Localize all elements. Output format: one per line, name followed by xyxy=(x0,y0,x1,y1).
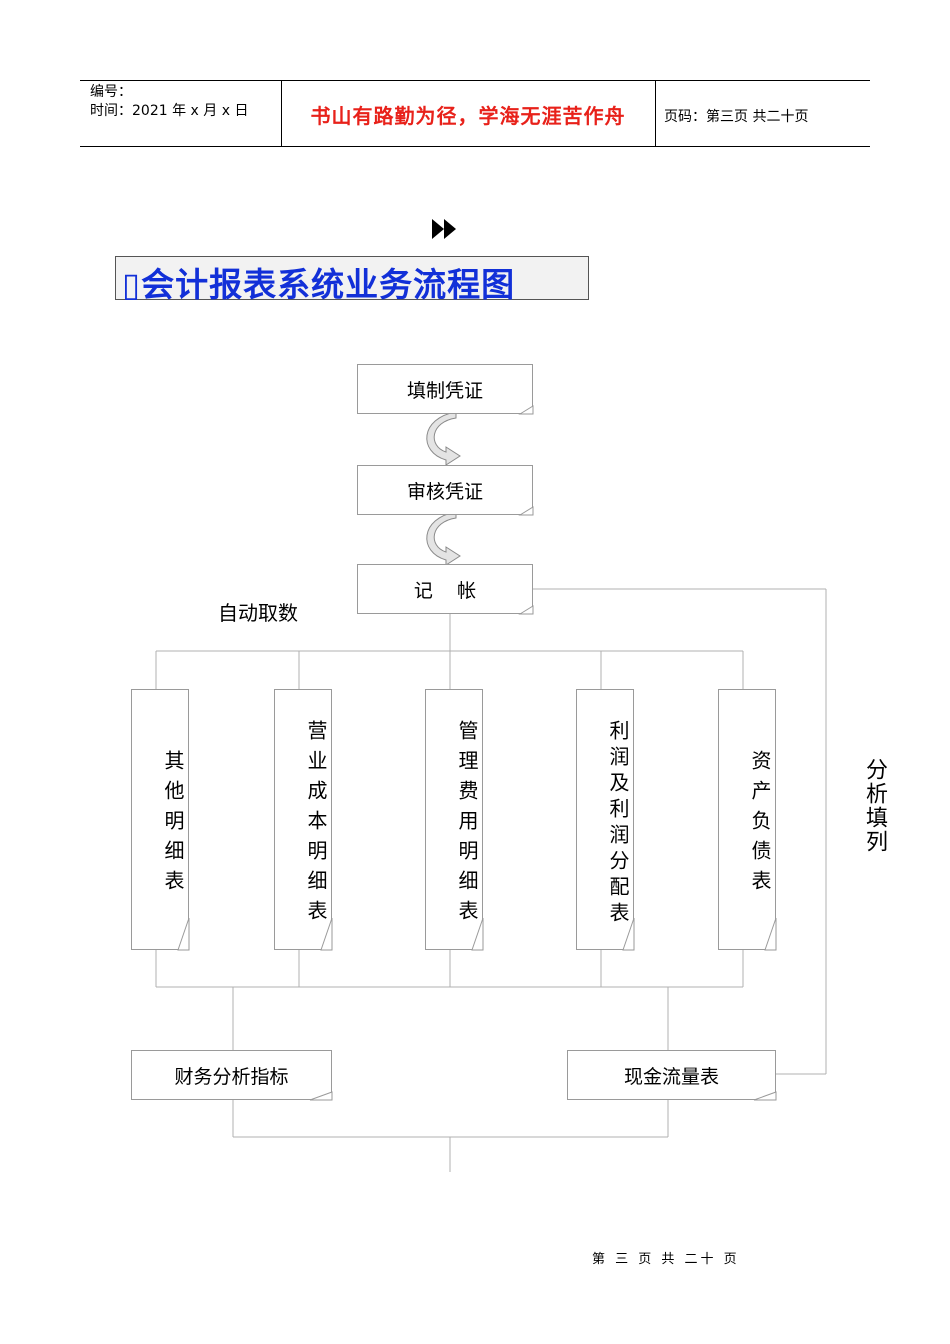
report-balance-sheet: 资产负债表 xyxy=(718,689,776,950)
report-profit-distribution-label: 利润及利润分配表 xyxy=(606,719,630,928)
bookkeeping-step: 记 帐 xyxy=(357,564,533,614)
auto-fetch-label: 自动取数 xyxy=(218,601,298,625)
title-bullet-icon: ▯ xyxy=(122,265,142,304)
page-footer: 第 三 页 共 二十 页 xyxy=(592,1252,740,1267)
header-top-rule xyxy=(80,80,870,81)
report-admin-expense-label: 管理费用明细表 xyxy=(455,719,479,930)
cashflow-label: 现金流量表 xyxy=(623,1065,719,1088)
time-label: 时间：2021 年 x 月 x 日 xyxy=(90,103,249,119)
cashflow-box: 现金流量表 xyxy=(567,1050,776,1100)
header-bottom-rule xyxy=(80,146,870,147)
title-label: 会计报表系统业务流程图 xyxy=(141,265,516,304)
report-other-detail: 其他明细表 xyxy=(131,689,189,950)
financial-analysis-box: 财务分析指标 xyxy=(131,1050,332,1100)
report-operating-cost: 营业成本明细表 xyxy=(274,689,332,950)
financial-analysis-label: 财务分析指标 xyxy=(174,1065,289,1088)
audit-voucher-label: 审核凭证 xyxy=(406,480,483,503)
analysis-fill-label: 分析填列 xyxy=(862,758,887,854)
report-profit-distribution: 利润及利润分配表 xyxy=(576,689,634,950)
title-box xyxy=(115,256,589,300)
header-divider xyxy=(281,80,282,147)
header-page-code: 页码：第三页 共二十页 xyxy=(664,109,809,125)
report-operating-cost-label: 营业成本明细表 xyxy=(304,719,328,930)
report-admin-expense: 管理费用明细表 xyxy=(425,689,483,950)
fast-forward-icon xyxy=(432,219,456,239)
header-divider xyxy=(655,80,656,147)
header-info: 编号： 时间：2021 年 x 月 x 日 xyxy=(90,83,248,121)
number-label: 编号： xyxy=(90,84,132,100)
header-motto: 书山有路勤为径，学海无涯苦作舟 xyxy=(310,104,626,128)
bookkeeping-label: 记 帐 xyxy=(413,579,477,602)
report-other-detail-label: 其他明细表 xyxy=(161,749,185,900)
audit-voucher-step: 审核凭证 xyxy=(357,465,533,515)
fill-voucher-step: 填制凭证 xyxy=(357,364,533,414)
report-balance-sheet-label: 资产负债表 xyxy=(748,749,772,900)
fill-voucher-label: 填制凭证 xyxy=(406,379,483,402)
page-title: ▯会计报表系统业务流程图 xyxy=(122,258,515,306)
